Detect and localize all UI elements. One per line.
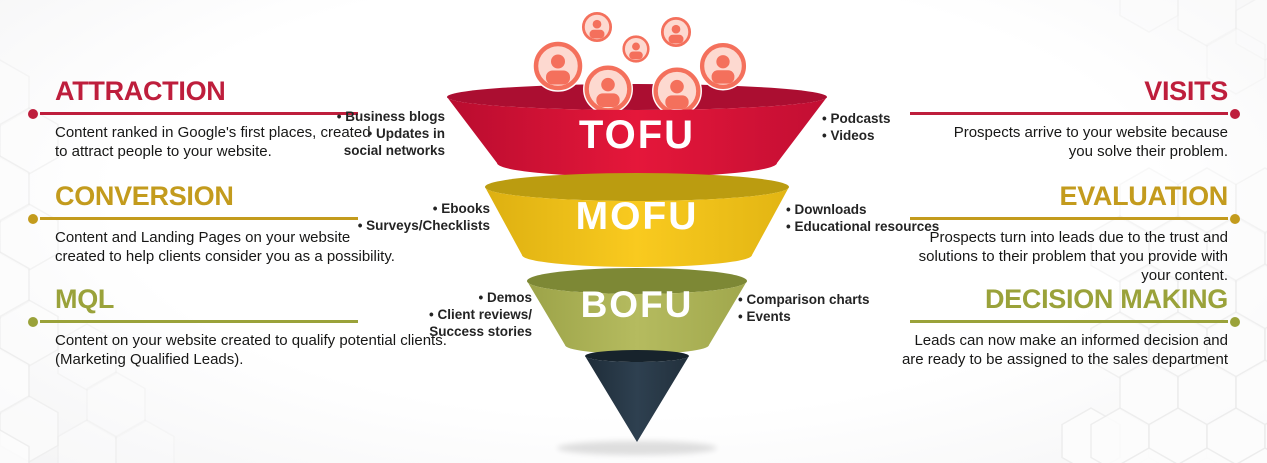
accent-line <box>28 108 358 119</box>
spout-cone-shape <box>585 356 689 442</box>
section-description: Content on your website created to quali… <box>55 332 447 369</box>
stage-label-mofu: MOFU <box>575 195 699 238</box>
tag-list-mofu-right: • Downloads • Educational resources <box>786 202 940 235</box>
funnel-shadow <box>557 441 717 455</box>
tofu-stage-shape <box>447 97 827 177</box>
tag-list-tofu-right: • Podcasts • Videos <box>822 111 891 144</box>
accent-dot <box>1230 316 1240 327</box>
accent-dot <box>28 213 38 224</box>
section-conversion: CONVERSION Content and Landing Pages on … <box>28 181 460 266</box>
section-mql: MQL Content on your website created to q… <box>28 284 460 369</box>
accent-line <box>910 213 1240 224</box>
bofu-rim <box>527 268 747 294</box>
section-title-conversion: CONVERSION <box>55 181 234 211</box>
bofu-stage-shape <box>527 281 747 354</box>
accent-dot <box>1230 108 1240 119</box>
section-attraction: ATTRACTION Content ranked in Google's fi… <box>28 76 460 161</box>
spout-rim <box>585 350 689 362</box>
accent-dot <box>1230 213 1240 224</box>
tag-list-bofu-right: • Comparison charts • Events <box>738 292 870 325</box>
stage-label-bofu: BOFU <box>580 284 694 325</box>
section-decision-making: DECISION MAKING Leads can now make an in… <box>808 284 1240 369</box>
stage-label-tofu: TOFU <box>578 113 696 157</box>
section-title-attraction: ATTRACTION <box>55 76 226 106</box>
accent-line <box>910 108 1240 119</box>
section-evaluation: EVALUATION Prospects turn into leads due… <box>808 181 1240 285</box>
section-description: Leads can now make an informed decision … <box>901 332 1228 369</box>
section-title-mql: MQL <box>55 284 115 314</box>
section-description: Content and Landing Pages on your websit… <box>55 229 395 266</box>
person-icon <box>580 10 614 44</box>
section-visits: VISITS Prospects arrive to your website … <box>808 76 1240 161</box>
tag-list-tofu-left: • Business blogs • Updates in social net… <box>336 109 445 159</box>
section-description: Prospects turn into leads due to the tru… <box>918 229 1228 285</box>
accent-dot <box>28 316 38 327</box>
mofu-stage-shape <box>485 187 789 267</box>
person-icon <box>621 34 651 64</box>
tag-list-bofu-left: • Demos • Client reviews/ Success storie… <box>428 290 532 340</box>
person-icon <box>534 42 583 91</box>
accent-dot <box>28 108 38 119</box>
mofu-rim <box>485 173 789 201</box>
section-title-evaluation: EVALUATION <box>1059 181 1229 211</box>
accent-line <box>910 316 1240 327</box>
accent-line <box>28 213 358 224</box>
person-icon <box>700 43 747 90</box>
person-icon <box>659 15 693 49</box>
section-title-visits: VISITS <box>1144 76 1228 106</box>
section-description: Content ranked in Google's first places,… <box>55 124 371 161</box>
tag-list-mofu-left: • Ebooks • Surveys/Checklists <box>357 201 490 234</box>
tofu-rim <box>447 84 827 110</box>
accent-line <box>28 316 358 327</box>
section-description: Prospects arrive to your website because… <box>953 124 1228 161</box>
section-title-decision-making: DECISION MAKING <box>984 284 1228 314</box>
person-icon <box>653 67 701 115</box>
person-icon <box>584 65 632 113</box>
